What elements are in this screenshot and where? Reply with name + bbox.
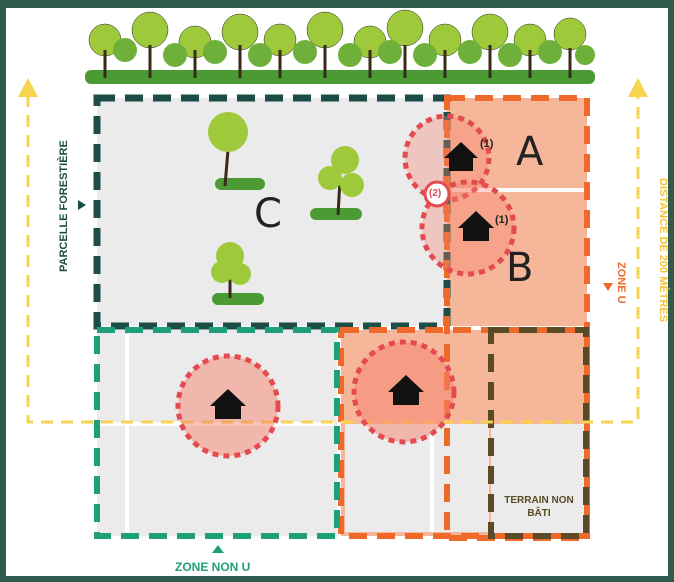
parcel-a-letter: A <box>516 132 543 172</box>
zone-u-label: ZONE U <box>615 262 627 304</box>
note-2: (2) <box>429 188 441 199</box>
note-1-a: (1) <box>480 138 493 150</box>
note-1-b: (1) <box>495 214 508 226</box>
parcel-b-letter: B <box>506 248 533 288</box>
parcelle-forestiere-label: PARCELLE FORESTIÈRE <box>58 140 70 272</box>
distance-200m-label: DISTANCE DE 200 MÈTRES <box>657 178 669 322</box>
terrain-non-bati-label: TERRAIN NON BÂTI <box>494 494 584 520</box>
parcel-c-letter: C <box>254 194 282 234</box>
zone-non-u-label: ZONE NON U <box>175 560 250 574</box>
